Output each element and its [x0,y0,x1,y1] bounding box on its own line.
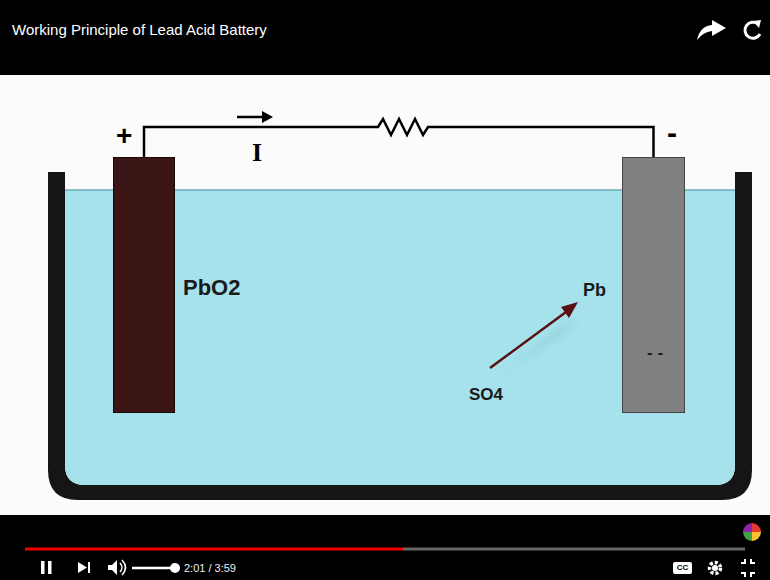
channel-logo [743,523,752,532]
current-arrow [237,116,264,119]
pause-icon [48,561,52,574]
video-title: Working Principle of Lead Acid Battery [12,22,267,37]
volume-waves [120,560,126,575]
cc-text: CC [673,564,692,572]
progress-played [25,548,403,551]
next-icon [88,562,90,573]
ion-arrowhead [561,302,578,318]
settings-gear [710,563,721,574]
ion-arrow-shadow [498,318,580,378]
cathode-label: PbO2 [183,277,240,299]
control-bar [0,515,770,580]
plus-terminal: + [116,122,132,150]
channel-logo [752,523,761,532]
volume-knob [170,563,180,573]
fullscreen-icon [741,559,755,577]
negative-charge: - - [647,344,663,361]
channel-logo [743,532,752,541]
circuit-wire [144,119,654,157]
title-bar [0,0,770,75]
channel-logo [752,532,761,541]
diagram-ground [0,75,770,515]
loop-icon-head [753,20,761,28]
progress-rest [403,548,745,551]
cc-button [673,562,692,574]
volume-icon [108,560,117,575]
next-icon [78,562,87,573]
share-icon [697,20,726,40]
anode-label: Pb [583,281,606,299]
current-label: I [250,140,264,166]
ion-arrow [490,312,566,368]
minus-terminal: - [667,118,677,148]
pause-icon [41,561,45,574]
negative-plate: -- - [622,157,685,413]
current-arrowhead [262,111,273,123]
settings-gear [712,565,718,571]
time-display: 2:01 / 3:59 [184,563,236,574]
positive-plate: + [113,157,175,413]
ion-label: SO4 [469,386,503,403]
volume-slider [132,567,174,570]
